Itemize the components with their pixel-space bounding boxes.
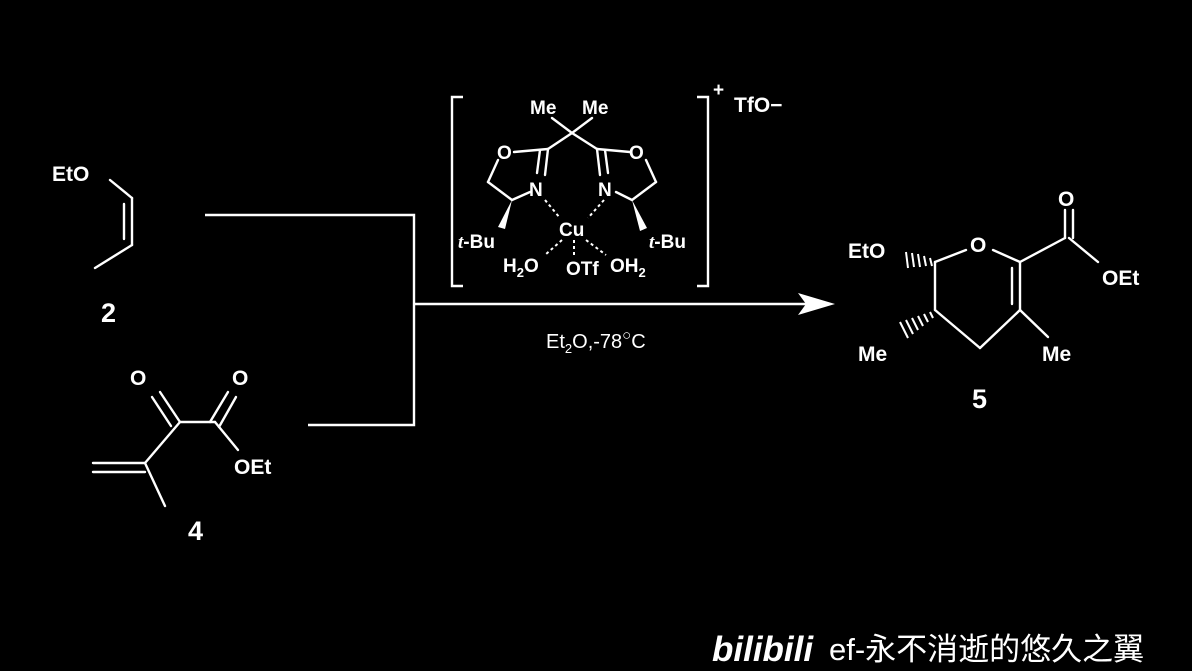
oxygen-label: O [970,234,986,257]
double-bond [595,147,602,177]
compound-2: EtO 2 [52,163,134,328]
reaction-arrow [205,213,835,427]
bond [550,116,574,135]
oet-label-5: OEt [1102,267,1139,290]
bond [595,147,632,154]
bond [978,308,1022,350]
methyl-label: Me [530,98,556,119]
water-ligand-label: H2O [503,256,539,280]
eto-label-2: EtO [52,163,89,186]
compound-number-5: 5 [972,384,987,414]
bond [486,158,500,184]
bond [546,131,574,151]
nitrogen-label: N [598,180,612,201]
oxygen-label: O [232,367,248,390]
methyl-label: Me [858,343,887,366]
bond [933,308,982,350]
bond [570,116,594,135]
compound-number-4: 4 [188,516,203,546]
wedge-bond [632,200,647,231]
bond [213,420,240,452]
charge-label: + [713,80,724,101]
combining-bracket [205,213,416,427]
bond [143,420,182,465]
bond [510,190,532,202]
oxygen-label: O [497,143,512,164]
oxygen-label: O [130,367,146,390]
oet-label-4: OEt [234,456,271,479]
bond [143,461,167,508]
counterion-label: TfO− [734,94,782,117]
bond [1018,308,1050,339]
arrowhead [798,293,835,315]
eto-label-5: EtO [848,240,885,263]
tbu-label: t-Bu [458,232,495,253]
water-ligand-label: OH2 [610,256,646,280]
bond [991,248,1022,264]
oxygen-label: O [629,143,644,164]
triflate-ligand-label: OTf [566,259,599,280]
hashed-bond [905,251,933,269]
bond [108,178,134,200]
bond [93,243,134,270]
coordination-bond [585,239,607,256]
hashed-bond [899,311,934,339]
coordination-bond [544,239,563,256]
reaction-conditions: Et2O,-78○C [546,327,646,356]
bracket-right [697,95,710,288]
methyl-label: Me [582,98,608,119]
double-bond [543,147,550,177]
methyl-label: Me [1042,343,1071,366]
tbu-label: t-Bu [649,232,686,253]
coordination-bond [587,199,605,219]
bond [512,147,550,154]
bracket-left [450,95,463,288]
double-bond [158,390,182,424]
double-bond [208,390,230,424]
bond [630,180,658,202]
wedge-bond [498,200,512,229]
coordination-bond [544,199,561,219]
bond [614,190,634,202]
bilibili-logo: bilibili [712,630,814,669]
catalyst-complex: + TfO− Me Me O N t-Bu O N t-Bu Cu [450,80,782,288]
nitrogen-label: N [529,180,543,201]
compound-4: O O OEt 4 [91,367,271,546]
copper-label: Cu [559,220,584,241]
bond [1018,236,1067,264]
watermark: bilibili ef-永不消逝的悠久之翼 [712,630,1144,669]
double-bond [217,395,238,429]
bond [644,158,658,184]
double-bond [150,395,173,428]
oxygen-label: O [1058,188,1074,211]
bond [1067,236,1100,264]
double-bond [603,148,610,175]
bond [486,180,514,202]
compound-5: O EtO Me Me [848,188,1139,414]
double-bond [535,148,542,175]
watermark-text: ef-永不消逝的悠久之翼 [829,632,1144,667]
bond [933,248,968,264]
compound-number-2: 2 [101,298,116,328]
bond [570,131,599,151]
